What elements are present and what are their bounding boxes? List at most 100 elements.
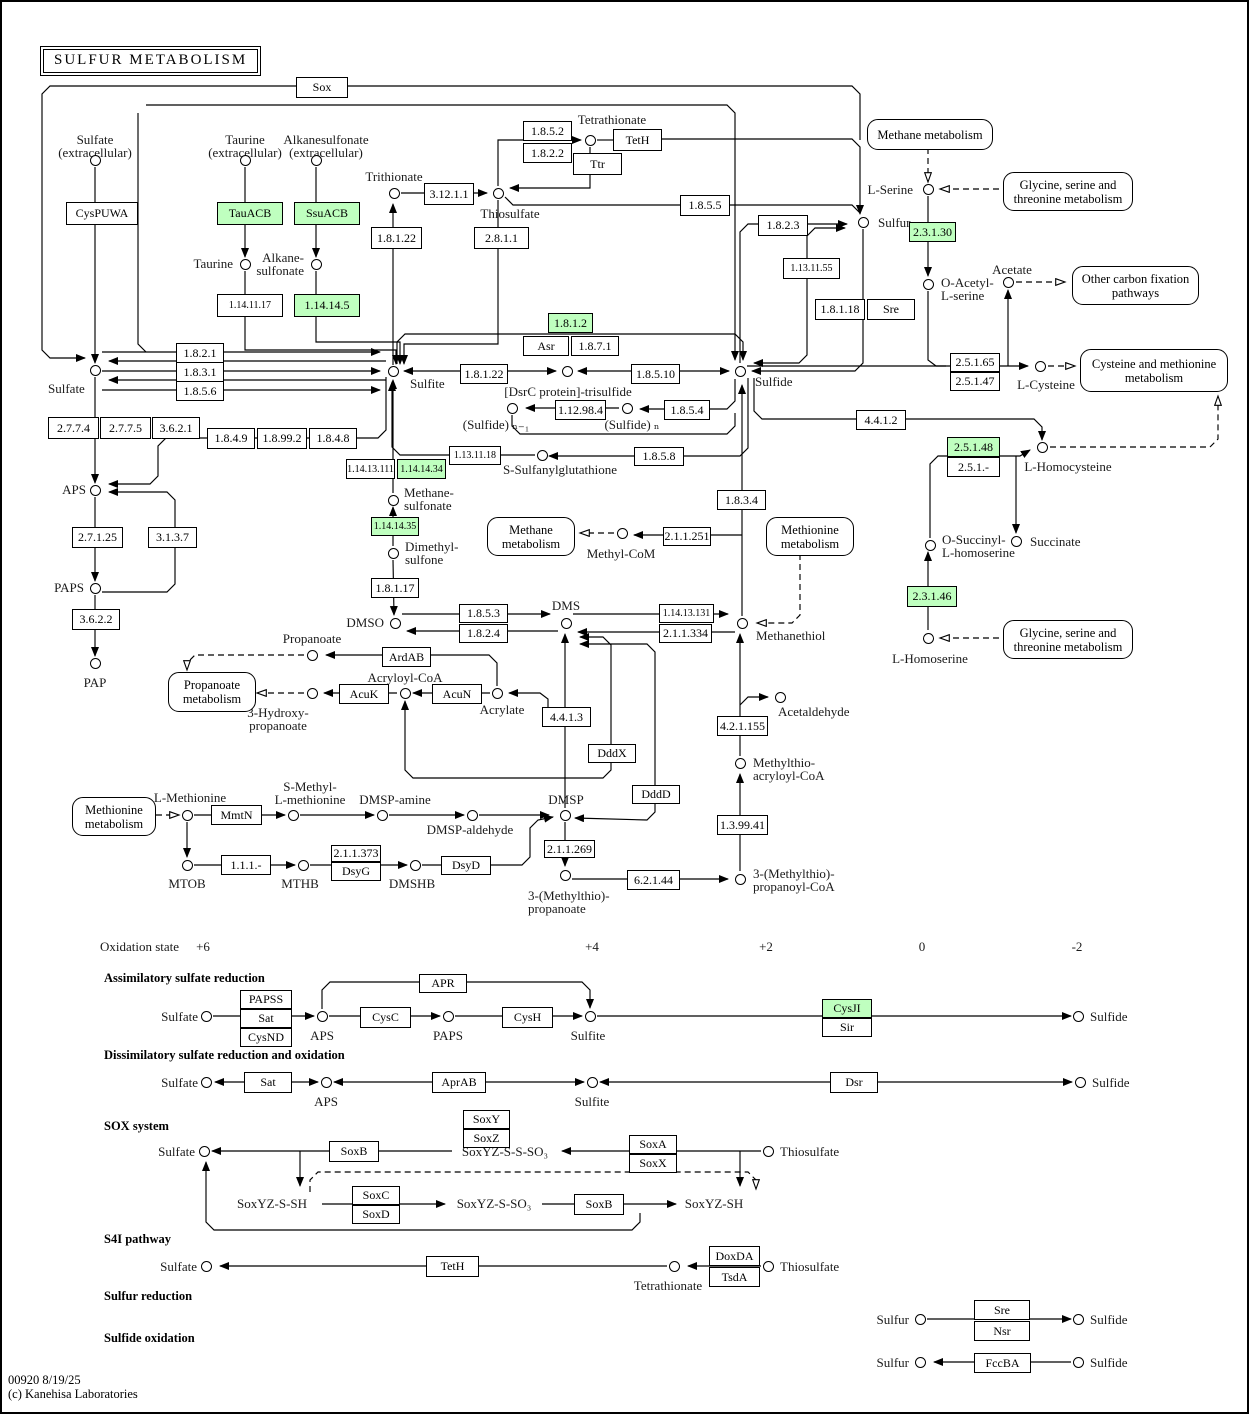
enzyme-box-soxz[interactable]: SoxZ [463, 1129, 510, 1148]
enzyme-box-1-8-3-1[interactable]: 1.8.3.1 [176, 362, 224, 382]
enzyme-box-4-2-1-155[interactable]: 4.2.1.155 [717, 716, 768, 736]
enzyme-box-2-5-1-65[interactable]: 2.5.1.65 [950, 353, 1000, 372]
compound-node-sulfide[interactable] [734, 365, 746, 377]
enzyme-box-1-8-4-8[interactable]: 1.8.4.8 [309, 428, 357, 449]
enzyme-box-fccba[interactable]: FccBA [974, 1353, 1031, 1373]
compound-node-sox-sulfate[interactable] [198, 1145, 210, 1157]
enzyme-box-3-6-2-2[interactable]: 3.6.2.2 [72, 609, 120, 630]
pathway-link-glycine-serine-and[interactable]: Glycine, serine and threonine metabolism [1003, 620, 1133, 659]
enzyme-box-soxy[interactable]: SoxY [463, 1110, 510, 1129]
compound-node-methanethiol[interactable] [736, 617, 748, 629]
enzyme-box-asr[interactable]: Asr [523, 336, 569, 356]
pathway-link-cysteine-and-methionine[interactable]: Cysteine and methionine metabolism [1080, 349, 1228, 392]
enzyme-box-cysh[interactable]: CysH [502, 1007, 553, 1028]
enzyme-box-3-12-1-1[interactable]: 3.12.1.1 [424, 183, 474, 205]
compound-node-l-serine[interactable] [922, 183, 934, 195]
compound-node-sulfide-n-1[interactable] [506, 402, 518, 414]
compound-node-sulfur[interactable] [857, 216, 869, 228]
compound-node-o-succinyl-l-homoserine[interactable] [924, 539, 936, 551]
compound-node-dmso[interactable] [389, 617, 401, 629]
enzyme-box-soxd[interactable]: SoxD [352, 1205, 400, 1224]
enzyme-box-cysnd[interactable]: CysND [240, 1028, 292, 1047]
compound-node-paps[interactable] [89, 582, 101, 594]
compound-node-asr-aps[interactable] [316, 1010, 328, 1022]
enzyme-box-tauacb[interactable]: TauACB [217, 202, 283, 225]
compound-node-acetate[interactable] [1002, 276, 1014, 288]
enzyme-box-1-8-5-5[interactable]: 1.8.5.5 [680, 195, 730, 216]
pathway-link-propanoate[interactable]: Propanoate metabolism [168, 672, 256, 712]
compound-node-methylthio-acryloyl-coa[interactable] [734, 757, 746, 769]
compound-node-dmsp[interactable] [559, 809, 571, 821]
enzyme-box-sat[interactable]: Sat [240, 1009, 292, 1028]
enzyme-box-papss[interactable]: PAPSS [240, 990, 292, 1009]
compound-node-dimethylsulfone[interactable] [387, 547, 399, 559]
enzyme-box-1-13-11-55[interactable]: 1.13.11.55 [783, 258, 840, 279]
compound-node-3-methylthio-propanoate[interactable] [559, 869, 571, 881]
compound-node-sulfide-n[interactable] [621, 402, 633, 414]
enzyme-box-1-8-2-3[interactable]: 1.8.2.3 [758, 215, 808, 236]
enzyme-box-1-8-5-4[interactable]: 1.8.5.4 [664, 400, 710, 420]
enzyme-box-1-8-5-8[interactable]: 1.8.5.8 [634, 447, 684, 466]
compound-node-dsrc-trisulfide[interactable] [561, 365, 573, 377]
enzyme-box-tsda[interactable]: TsdA [709, 1267, 760, 1287]
enzyme-box-1-8-5-3[interactable]: 1.8.5.3 [459, 604, 508, 623]
compound-node-dsr-aps[interactable] [320, 1076, 332, 1088]
enzyme-box-1-8-4-9[interactable]: 1.8.4.9 [207, 428, 255, 449]
enzyme-box-sox[interactable]: Sox [296, 77, 348, 98]
enzyme-box-3-6-2-1[interactable]: 3.6.2.1 [152, 417, 200, 439]
pathway-link-methionine[interactable]: Methionine metabolism [766, 517, 854, 556]
enzyme-box-1-14-14-5[interactable]: 1.14.14.5 [294, 294, 360, 317]
enzyme-box-dsyd[interactable]: DsyD [441, 856, 491, 875]
enzyme-box-6-2-1-44[interactable]: 6.2.1.44 [627, 870, 680, 890]
compound-node-l-homocysteine[interactable] [1036, 441, 1048, 453]
enzyme-box-2-5-1-47[interactable]: 2.5.1.47 [950, 372, 1000, 391]
enzyme-box-apr[interactable]: APR [419, 974, 467, 993]
enzyme-box-1-12-98-4[interactable]: 1.12.98.4 [555, 400, 606, 420]
enzyme-box-teth[interactable]: TetH [613, 129, 662, 151]
enzyme-box-dsyg[interactable]: DsyG [331, 862, 381, 881]
enzyme-box-4-4-1-2[interactable]: 4.4.1.2 [856, 410, 906, 430]
compound-node-dmsp-amine[interactable] [376, 809, 388, 821]
enzyme-box-2-1-1-373[interactable]: 2.1.1.373 [331, 845, 381, 862]
enzyme-box-nsr[interactable]: Nsr [974, 1321, 1030, 1341]
enzyme-box-2-1-1-269[interactable]: 2.1.1.269 [544, 840, 595, 858]
enzyme-box-2-1-1-334[interactable]: 2.1.1.334 [659, 624, 712, 643]
compound-node-sulfate[interactable] [89, 364, 101, 376]
enzyme-box-dsr[interactable]: Dsr [830, 1072, 878, 1093]
compound-node-acryloyl-coa[interactable] [399, 687, 411, 699]
enzyme-box-2-1-1-251[interactable]: 2.1.1.251 [663, 527, 711, 546]
enzyme-box-1-14-11-17[interactable]: 1.14.11.17 [217, 294, 283, 317]
compound-node-sox2-sulfur[interactable] [914, 1356, 926, 1368]
compound-node-sox2-sulfide[interactable] [1072, 1356, 1084, 1368]
compound-node-dmsp-aldehyde[interactable] [466, 809, 478, 821]
pathway-link-other-carbon-fixation[interactable]: Other carbon fixation pathways [1072, 266, 1199, 305]
enzyme-box-2-5-1-48[interactable]: 2.5.1.48 [947, 437, 1000, 457]
enzyme-box-1-8-1-22[interactable]: 1.8.1.22 [460, 364, 508, 384]
enzyme-box-1-8-1-18[interactable]: 1.8.1.18 [815, 299, 865, 320]
enzyme-box-4-4-1-3[interactable]: 4.4.1.3 [542, 707, 591, 727]
enzyme-box-soxx[interactable]: SoxX [629, 1154, 677, 1173]
compound-node-3-methylthio-propanoyl-coa[interactable] [734, 873, 746, 885]
compound-node-tetrathionate[interactable] [584, 134, 596, 146]
enzyme-box-cyspuwa[interactable]: CysPUWA [66, 202, 138, 225]
enzyme-box-1-14-13-131[interactable]: 1.14.13.131 [659, 604, 714, 623]
compound-node-mthb[interactable] [297, 859, 309, 871]
compound-node-aps[interactable] [89, 484, 101, 496]
enzyme-box-1-8-2-1[interactable]: 1.8.2.1 [176, 343, 224, 363]
enzyme-box-doxda[interactable]: DoxDA [709, 1246, 760, 1266]
enzyme-box-1-8-1-22[interactable]: 1.8.1.22 [371, 227, 422, 249]
enzyme-box-dddx[interactable]: DddX [588, 744, 636, 763]
enzyme-box-1-14-14-35[interactable]: 1.14.14.35 [371, 517, 419, 536]
compound-node-l-methionine[interactable] [181, 809, 193, 821]
compound-node-asr-paps[interactable] [442, 1010, 454, 1022]
enzyme-box-acun[interactable]: AcuN [432, 684, 482, 704]
enzyme-box-soxb[interactable]: SoxB [574, 1194, 624, 1215]
enzyme-box-1-14-14-34[interactable]: 1.14.14.34 [397, 459, 446, 479]
enzyme-box-1-8-5-10[interactable]: 1.8.5.10 [631, 364, 680, 384]
compound-node-dms[interactable] [560, 617, 572, 629]
compound-node-s-sulfanylglutathione[interactable] [536, 449, 548, 461]
enzyme-box-2-5-1[interactable]: 2.5.1.- [947, 457, 1000, 477]
pathway-link-methane-metabolism[interactable]: Methane metabolism [867, 119, 993, 150]
compound-node-alkanesulfonate[interactable] [310, 258, 322, 270]
compound-node-propanoate[interactable] [306, 649, 318, 661]
